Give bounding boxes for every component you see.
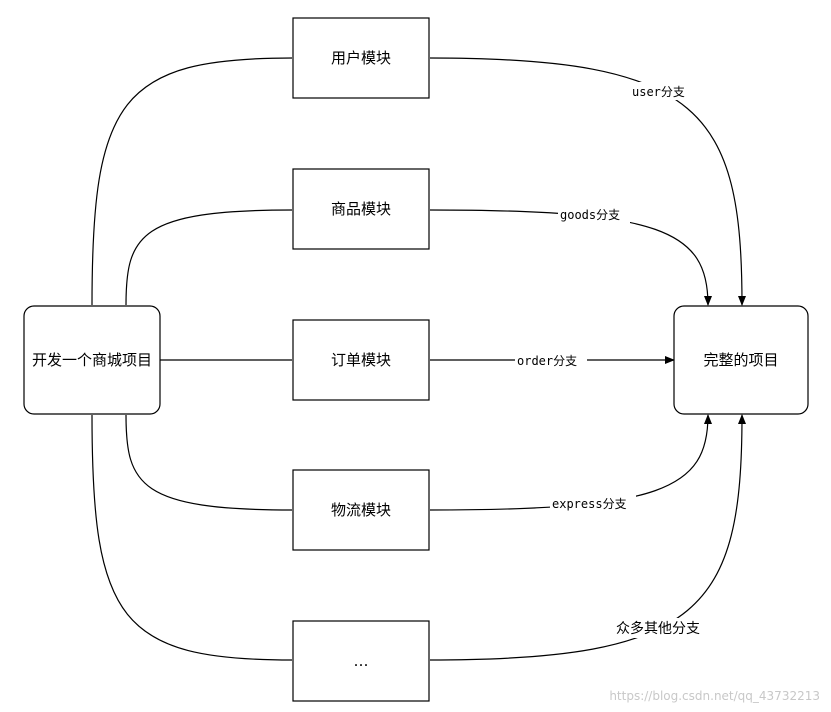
svg-text:user分支: user分支 bbox=[632, 85, 685, 99]
edge-express-end bbox=[429, 414, 712, 511]
edge-goods-end bbox=[429, 209, 712, 306]
module-node-more: … bbox=[292, 620, 430, 702]
edge-label-express: express分支 bbox=[550, 494, 636, 512]
end-node-label: 完整的项目 bbox=[703, 351, 778, 369]
module-node-user: 用户模块 bbox=[292, 17, 430, 99]
edge-start-express bbox=[125, 414, 293, 511]
start-node-label: 开发一个商城项目 bbox=[32, 351, 152, 369]
edge-more-end bbox=[429, 414, 746, 661]
svg-text:订单模块: 订单模块 bbox=[331, 351, 391, 369]
start-node: 开发一个商城项目 bbox=[23, 305, 161, 415]
edge-start-more bbox=[91, 414, 293, 661]
edge-user-end bbox=[429, 57, 746, 306]
svg-text:order分支: order分支 bbox=[517, 354, 577, 368]
svg-text:…: … bbox=[354, 652, 369, 670]
svg-text:goods分支: goods分支 bbox=[560, 208, 620, 222]
svg-text:众多其他分支: 众多其他分支 bbox=[616, 620, 700, 637]
module-node-express: 物流模块 bbox=[292, 469, 430, 551]
edge-label-goods: goods分支 bbox=[558, 205, 630, 223]
edge-label-user: user分支 bbox=[630, 82, 696, 100]
watermark: https://blog.csdn.net/qq_43732213 bbox=[609, 689, 820, 703]
svg-text:物流模块: 物流模块 bbox=[331, 501, 391, 519]
svg-text:用户模块: 用户模块 bbox=[331, 49, 391, 67]
svg-text:express分支: express分支 bbox=[552, 497, 627, 511]
edge-label-order: order分支 bbox=[515, 351, 587, 369]
svg-text:商品模块: 商品模块 bbox=[331, 200, 391, 218]
end-node: 完整的项目 bbox=[673, 305, 809, 415]
edge-start-goods bbox=[125, 209, 293, 306]
edge-start-user bbox=[91, 57, 293, 306]
module-node-goods: 商品模块 bbox=[292, 168, 430, 250]
edge-label-more: 众多其他分支 bbox=[614, 618, 712, 638]
module-node-order: 订单模块 bbox=[292, 319, 430, 401]
